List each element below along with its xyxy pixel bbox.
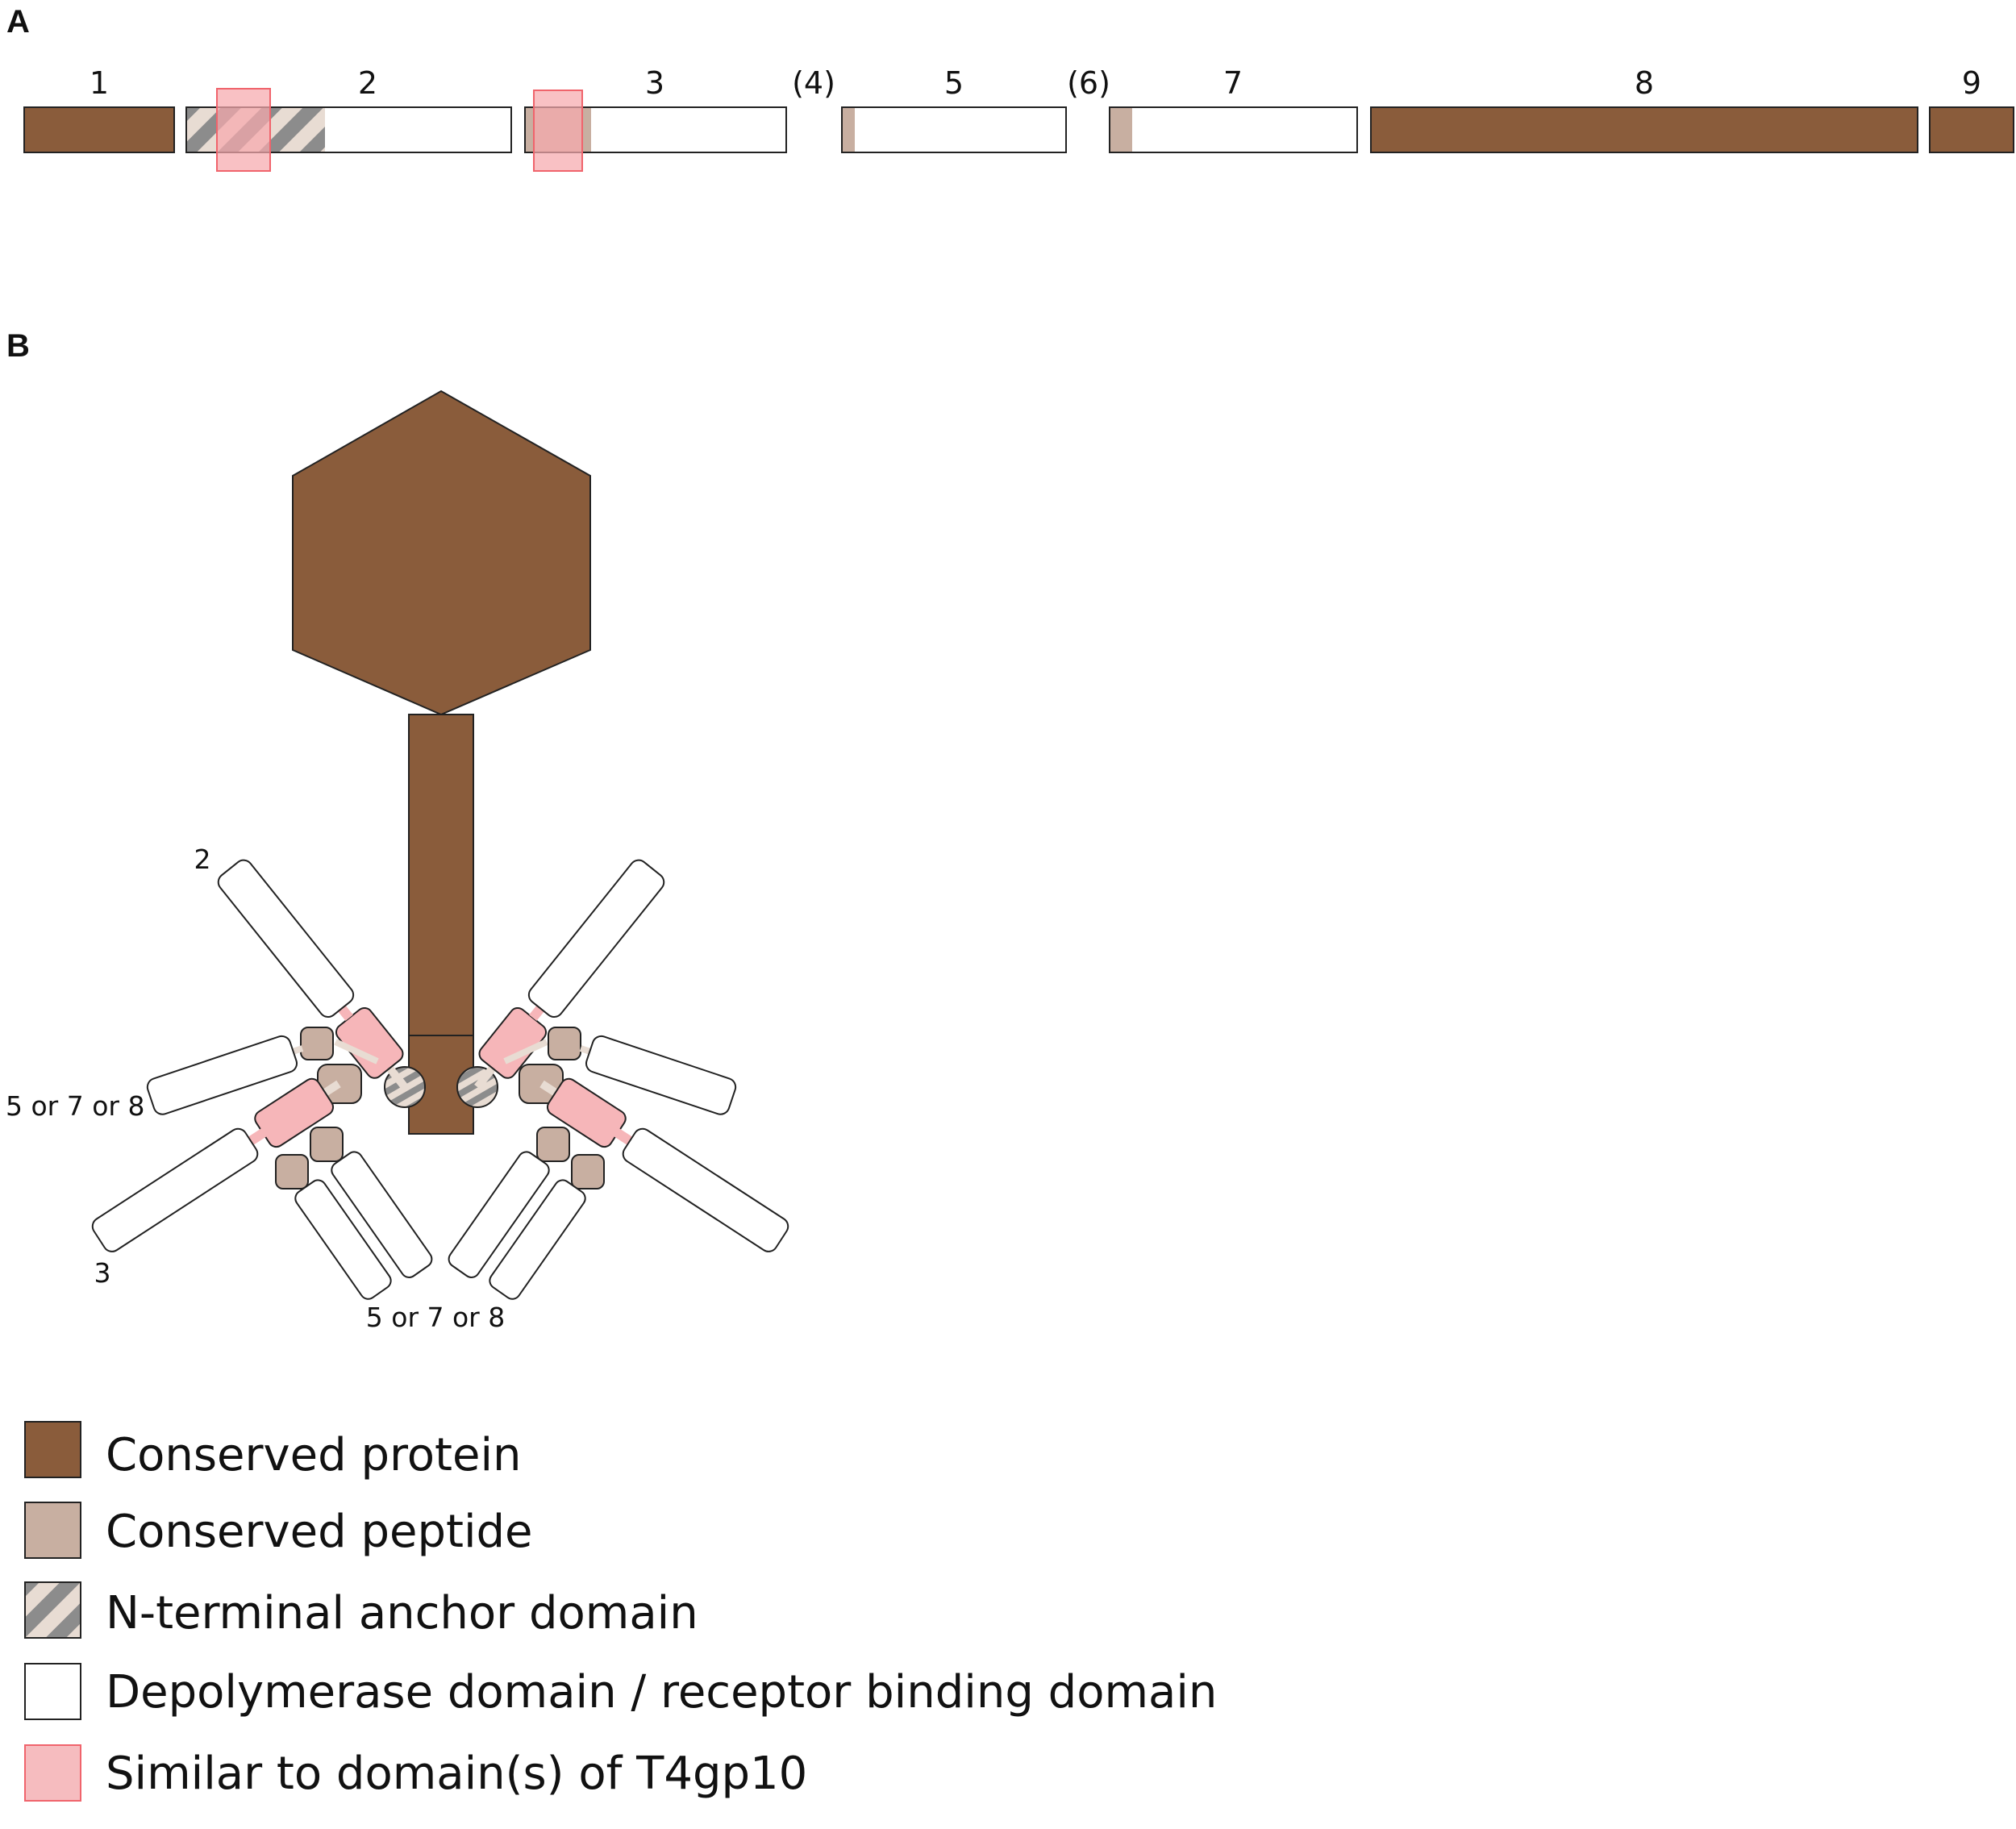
legend-label-depolymerase: Depolymerase domain / receptor binding d… [106,1666,1217,1719]
legend-item-t4gp10: Similar to domain(s) of T4gp10 [25,1745,807,1801]
legend-swatch-t4gp10 [25,1745,81,1801]
phage-label-arm-3: 3 [94,1257,111,1289]
legend-swatch-conserved-peptide [25,1502,81,1558]
gene-7-peptide [1110,107,1132,152]
gene-map [24,89,2014,171]
phage-capsid [293,391,590,715]
arm-upper-right-depolymerase-domain [525,856,667,1020]
gene-label-8: 8 [1635,65,1654,101]
gene-3-t4gp10-region [534,90,582,171]
gene-1-block [24,107,174,152]
phage-tail [409,715,473,1035]
phage-label-bottom-group: 5 or 7 or 8 [366,1302,505,1333]
gene-7-block [1110,107,1357,152]
gene-label-7: 7 [1223,65,1243,101]
gene-2-t4gp10-region [217,89,270,171]
phage-label-left-group: 5 or 7 or 8 [6,1090,144,1122]
arm-lower-right-depolymerase-domain [620,1126,792,1256]
legend-item-conserved-protein: Conserved protein [25,1422,522,1481]
legend-label-conserved-protein: Conserved protein [106,1429,522,1481]
phage-diagram: 2 3 5 or 7 or 8 5 or 7 or 8 [6,391,793,1333]
gene-label-6: (6) [1067,65,1110,101]
legend-label-conserved-peptide: Conserved peptide [106,1506,533,1558]
gene-label-9: 9 [1962,65,1981,101]
legend-swatch-depolymerase [25,1664,81,1719]
gene-label-5: 5 [944,65,964,101]
legend-swatch-anchor [25,1582,81,1638]
gene-5-block [842,107,1066,152]
legend-item-conserved-peptide: Conserved peptide [25,1502,533,1558]
legend-item-depolymerase: Depolymerase domain / receptor binding d… [25,1664,1217,1719]
gene-labels: 1 2 3 (4) 5 (6) 7 8 9 [90,65,1981,101]
gene-label-3: 3 [645,65,664,101]
gene-8-block [1371,107,1918,152]
legend-item-anchor: N-terminal anchor domain [25,1582,698,1639]
legend-label-t4gp10: Similar to domain(s) of T4gp10 [106,1748,807,1800]
panel-b-label: B [6,328,30,364]
panel-a-label: A [6,4,30,40]
gene-label-2: 2 [358,65,377,101]
legend-label-anchor: N-terminal anchor domain [106,1587,698,1639]
gene-9-block [1930,107,2014,152]
gene-5-peptide [842,107,855,152]
arm-2-depolymerase-domain [215,856,356,1020]
phage-label-arm-2: 2 [194,844,211,875]
legend: Conserved protein Conserved peptide N-te… [25,1422,1217,1801]
gene-label-1: 1 [90,65,109,101]
legend-swatch-conserved-protein [25,1422,81,1477]
branch-left-peptide-box [301,1027,333,1060]
gene-label-4: (4) [792,65,835,101]
arm-3-depolymerase-domain [90,1126,261,1256]
